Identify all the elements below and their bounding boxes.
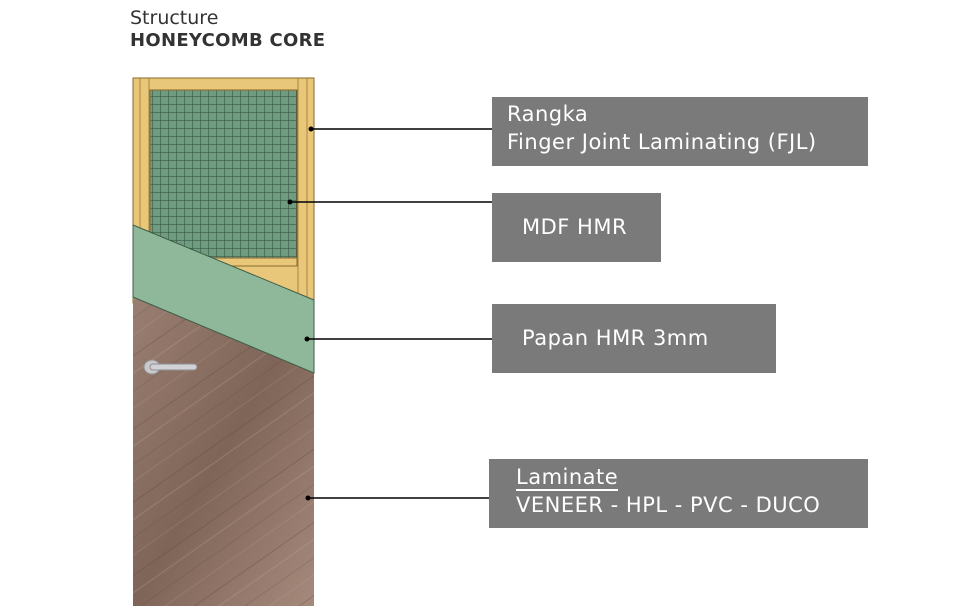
- structure-title: HONEYCOMB CORE: [130, 30, 326, 51]
- label-board: Papan HMR 3mm: [492, 304, 776, 373]
- leader-lines: [290, 128, 492, 499]
- label-board-text: Papan HMR 3mm: [522, 326, 709, 350]
- label-core: MDF HMR: [492, 193, 661, 262]
- laminate-surface: [133, 297, 314, 606]
- structure-subtitle: Structure: [130, 7, 219, 29]
- label-frame-detail: Finger Joint Laminating (FJL): [507, 130, 817, 154]
- label-finish-title: Laminate: [516, 465, 619, 491]
- label-finish: Laminate VENEER - HPL - PVC - DUCO: [489, 459, 868, 528]
- leader-dots: [287, 126, 314, 501]
- label-frame: Rangka Finger Joint Laminating (FJL): [492, 97, 868, 166]
- honeycomb-core: [149, 89, 298, 259]
- label-frame-title: Rangka: [507, 102, 589, 126]
- label-core-text: MDF HMR: [522, 215, 628, 239]
- hmr-board: [132, 224, 315, 374]
- door-handle-icon: [143, 359, 198, 375]
- label-finish-options: VENEER - HPL - PVC - DUCO: [516, 493, 821, 517]
- diagram-heading: Structure HONEYCOMB CORE: [130, 7, 325, 53]
